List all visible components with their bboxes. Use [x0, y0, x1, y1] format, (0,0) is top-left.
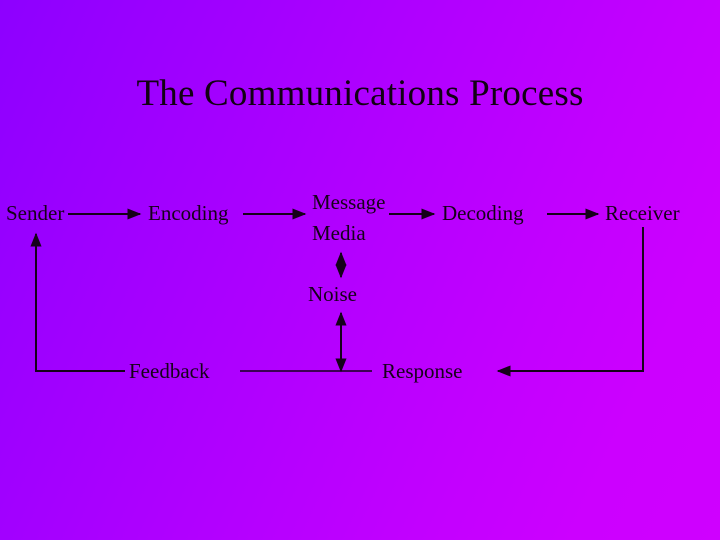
node-label-sender: Sender: [6, 201, 64, 225]
node-label-noise: Noise: [308, 282, 357, 306]
node-label-decoding: Decoding: [442, 201, 524, 225]
edge-feedback-to-sender: [30, 232, 125, 372]
node-label-encoding: Encoding: [148, 201, 229, 225]
node-label-response: Response: [382, 359, 463, 383]
edge-receiver-to-response: [496, 227, 644, 377]
page-title: The Communications Process: [136, 73, 584, 114]
node-label-message: Message: [312, 190, 385, 214]
node-label-feedback: Feedback: [129, 359, 210, 383]
node-label-receiver: Receiver: [605, 201, 680, 225]
node-label-media: Media: [312, 221, 366, 245]
